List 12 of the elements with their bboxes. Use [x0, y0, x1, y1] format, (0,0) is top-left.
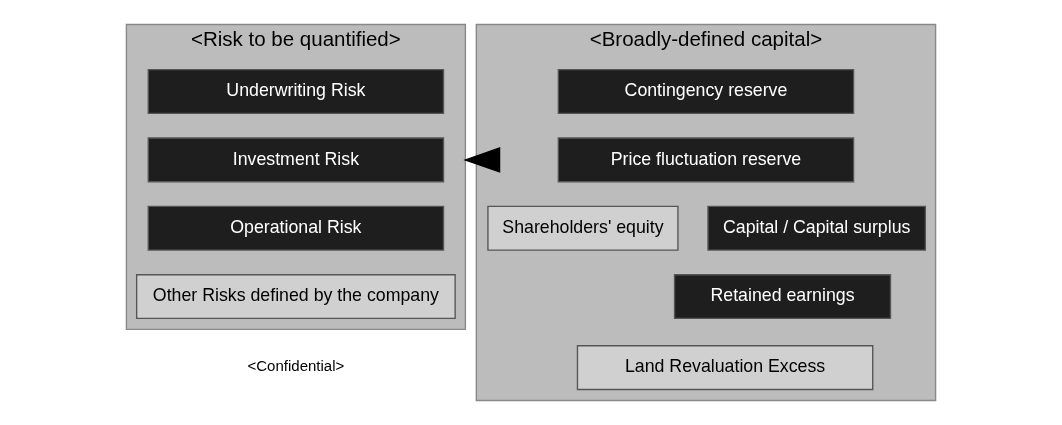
node-box: Land Revaluation Excess	[576, 345, 874, 391]
node-box: Price fluctuation reserve	[557, 137, 855, 183]
node-box: Underwriting Risk	[147, 68, 445, 115]
node-box: Operational Risk	[147, 205, 445, 251]
node-box: Investment Risk	[147, 137, 445, 183]
label: <Confidential>	[247, 357, 345, 375]
arrow	[463, 146, 501, 173]
node-box: Shareholders' equity	[487, 205, 679, 251]
node-box: Retained earnings	[673, 274, 892, 320]
node-box: Capital / Capital surplus	[707, 205, 927, 251]
node-box: Other Risks defined by the company	[135, 274, 456, 320]
node-box: Contingency reserve	[557, 68, 855, 115]
